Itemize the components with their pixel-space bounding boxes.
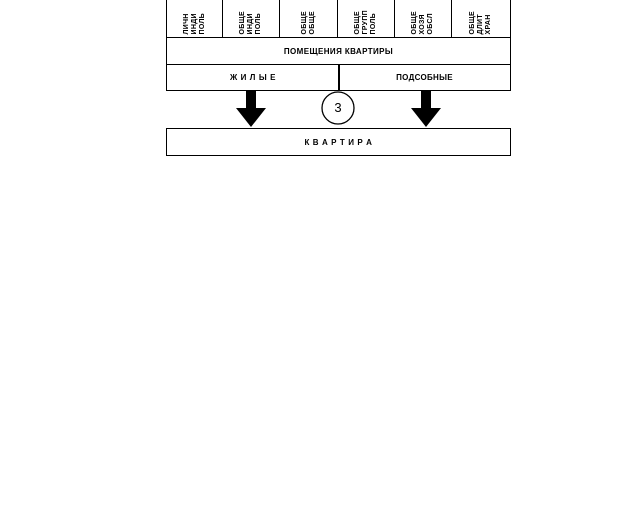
step-marker-number: 3 [334,100,342,115]
living-rooms-box: Ж И Л Ы Е [166,64,340,91]
column-header-2: ОБЩЕ ИНДИ ПОЛЬ [223,0,280,38]
flow-connectors [236,91,441,127]
column-header-3: ОБЩЕ ОБЩЕ [280,0,338,38]
living-rooms-label: Ж И Л Ы Е [229,73,277,82]
column-header-6: ОБЩЕ ДЛИТ ХРАН [452,0,511,38]
step-marker-circle [321,91,355,125]
column-header-1: ЛИЧН ИНДИ ПОЛЬ [166,0,223,38]
apartment-label: К В А Р Т И Р А [304,137,373,147]
apartment-box: К В А Р Т И Р А [166,128,511,156]
auxiliary-rooms-box: ПОДСОБНЫЕ [338,64,511,91]
living-down-arrow [236,91,266,127]
auxiliary-down-arrow [411,91,441,127]
auxiliary-rooms-label: ПОДСОБНЫЕ [396,73,453,82]
apartment-rooms-label: ПОМЕЩЕНИЯ КВАРТИРЫ [283,46,394,56]
column-header-5: ОБЩЕ ХОЗЯ ОБСЛ [395,0,452,38]
column-headers-row: ЛИЧН ИНДИ ПОЛЬ ОБЩЕ ИНДИ ПОЛЬ ОБЩЕ ОБЩЕ … [166,0,511,38]
column-header-4: ОБЩЕ ГРУПП ПОЛЬ [338,0,395,38]
